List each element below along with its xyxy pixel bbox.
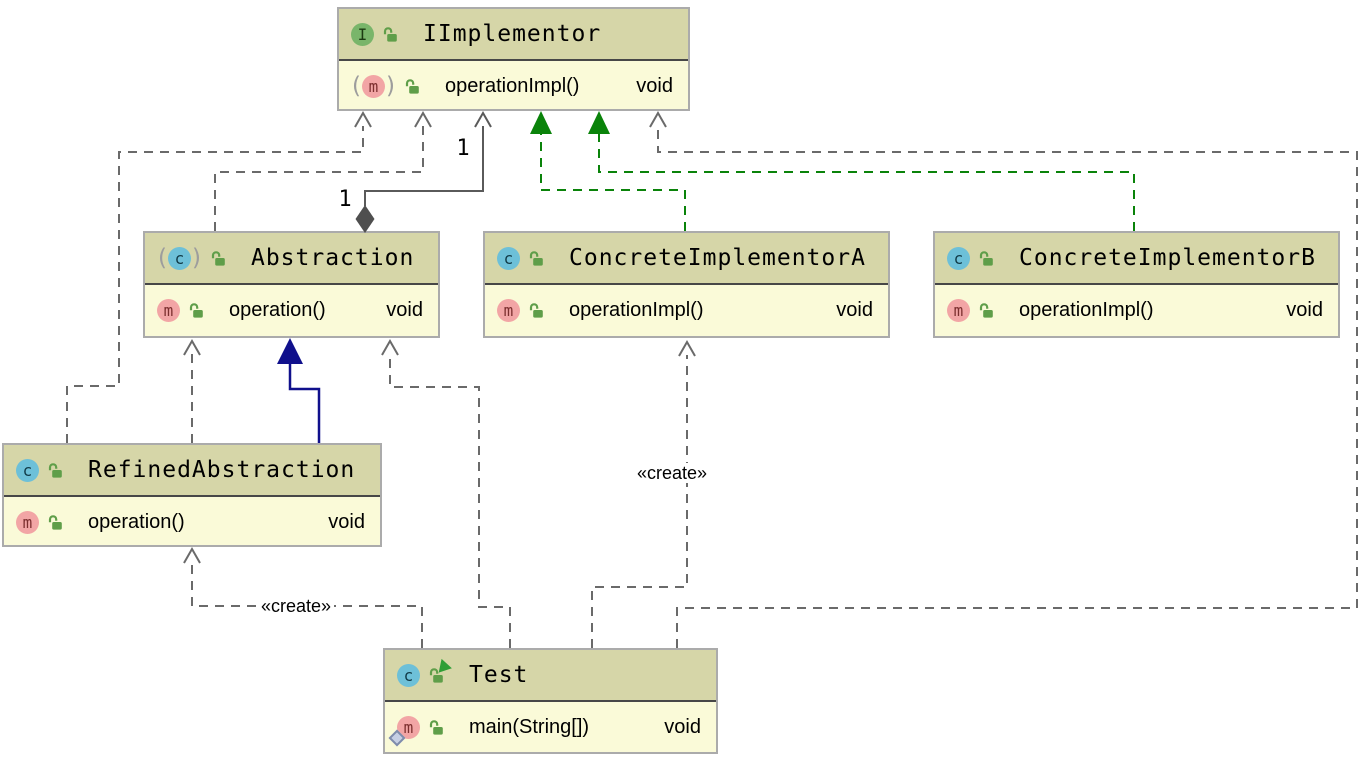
class-title: ConcreteImplementorB — [1019, 245, 1316, 271]
create-label-concreteimplementora: «create» — [634, 463, 711, 483]
class-icon: c — [497, 246, 545, 270]
method-return-type: void — [836, 298, 873, 321]
method-icon: m — [16, 510, 64, 534]
method-row[interactable]: m operation() void — [4, 497, 380, 547]
method-name: operationImpl() — [444, 74, 580, 97]
interface-icon: I — [351, 22, 399, 46]
public-lock-icon — [405, 78, 419, 94]
class-title: ConcreteImplementorA — [569, 245, 866, 271]
run-overlay-icon — [438, 658, 454, 675]
class-header: I IImplementor — [339, 9, 688, 61]
method-return-type: void — [636, 74, 673, 97]
filled-triangle-arrowhead-icon — [530, 111, 552, 134]
edge-aggregation-abstraction-iimplementor[interactable] — [355, 110, 492, 233]
create-label-refinedabstraction: «create» — [258, 596, 335, 616]
open-arrowhead-icon — [649, 110, 667, 128]
method-name: operation() — [88, 510, 185, 533]
edge-dependency-refinedabstraction-abstraction[interactable] — [183, 338, 201, 443]
open-arrowhead-icon — [354, 110, 372, 128]
abstract-method-icon: ( m ) — [351, 74, 421, 98]
class-node-iimplementor[interactable]: I IImplementor ( m ) operationImpl() voi… — [337, 7, 690, 111]
method-name: operationImpl() — [569, 298, 704, 321]
class-node-concreteimplementorb[interactable]: c ConcreteImplementorB m operationImpl()… — [933, 231, 1340, 338]
method-name: operation() — [229, 298, 326, 321]
method-return-type: void — [386, 298, 423, 321]
method-row[interactable]: m main(String[]) void — [385, 702, 716, 752]
class-header: c RefinedAbstraction — [4, 445, 380, 497]
public-lock-icon — [383, 26, 397, 42]
method-row[interactable]: m operation() void — [145, 285, 438, 335]
open-arrowhead-icon — [414, 110, 432, 128]
open-arrowhead-icon — [474, 110, 492, 128]
static-method-icon: m — [388, 715, 445, 746]
edge-dependency-abstraction-iimplementor[interactable] — [214, 110, 432, 231]
method-return-type: void — [1286, 298, 1323, 321]
filled-triangle-arrowhead-icon — [277, 338, 303, 364]
filled-triangle-arrowhead-icon — [588, 111, 610, 134]
open-arrowhead-icon — [381, 338, 399, 356]
class-header: c Test — [385, 650, 716, 702]
public-lock-icon — [529, 302, 543, 318]
open-arrowhead-icon — [183, 338, 201, 356]
aggregation-multiplicity-source: 1 — [338, 187, 352, 212]
method-return-type: void — [664, 715, 701, 738]
method-icon: m — [947, 298, 995, 322]
edge-dependency-test-abstraction[interactable] — [381, 338, 511, 648]
public-lock-icon — [979, 250, 993, 266]
class-node-abstraction[interactable]: ( c ) Abstraction m operation() void — [143, 231, 440, 338]
method-name: operationImpl() — [1019, 298, 1154, 321]
public-lock-icon — [48, 514, 62, 530]
method-name: main(String[]) — [469, 715, 590, 738]
public-lock-icon — [211, 250, 225, 266]
abstract-class-icon: ( c ) — [157, 246, 227, 270]
public-lock-icon — [48, 462, 62, 478]
class-title: RefinedAbstraction — [88, 457, 356, 483]
class-icon: c — [16, 458, 64, 482]
class-node-test[interactable]: c Test m main(String[]) void — [383, 648, 718, 754]
aggregation-diamond-icon — [355, 205, 375, 233]
class-header: c ConcreteImplementorA — [485, 233, 888, 285]
class-node-refinedabstraction[interactable]: c RefinedAbstraction m operation() void — [2, 443, 382, 547]
edge-realization-concreteimplementorb-iimplementor[interactable] — [588, 111, 1135, 231]
public-lock-icon — [429, 719, 443, 735]
runnable-class-icon: c — [397, 658, 454, 687]
open-arrowhead-icon — [678, 339, 696, 357]
class-header: c ConcreteImplementorB — [935, 233, 1338, 285]
public-lock-icon — [429, 667, 443, 683]
open-arrowhead-icon — [183, 546, 201, 564]
class-header: ( c ) Abstraction — [145, 233, 438, 285]
public-lock-icon — [529, 250, 543, 266]
class-node-concreteimplementora[interactable]: c ConcreteImplementorA m operationImpl()… — [483, 231, 890, 338]
class-title: IImplementor — [423, 21, 602, 47]
edge-generalization-refinedabstraction-abstraction[interactable] — [277, 338, 321, 443]
class-icon: c — [947, 246, 995, 270]
edge-dependency-test-iimplementor[interactable] — [649, 110, 1358, 648]
public-lock-icon — [189, 302, 203, 318]
edge-realization-concreteimplementora-iimplementor[interactable] — [530, 111, 686, 231]
aggregation-multiplicity-target: 1 — [456, 136, 470, 161]
public-lock-icon — [979, 302, 993, 318]
edge-create-test-concreteimplementora[interactable] — [591, 339, 696, 648]
method-return-type: void — [328, 510, 365, 533]
method-icon: m — [497, 298, 545, 322]
method-row[interactable]: ( m ) operationImpl() void — [339, 61, 688, 111]
method-icon: m — [157, 298, 205, 322]
class-title: Test — [469, 662, 529, 688]
method-row[interactable]: m operationImpl() void — [935, 285, 1338, 335]
method-row[interactable]: m operationImpl() void — [485, 285, 888, 335]
class-title: Abstraction — [250, 245, 415, 271]
